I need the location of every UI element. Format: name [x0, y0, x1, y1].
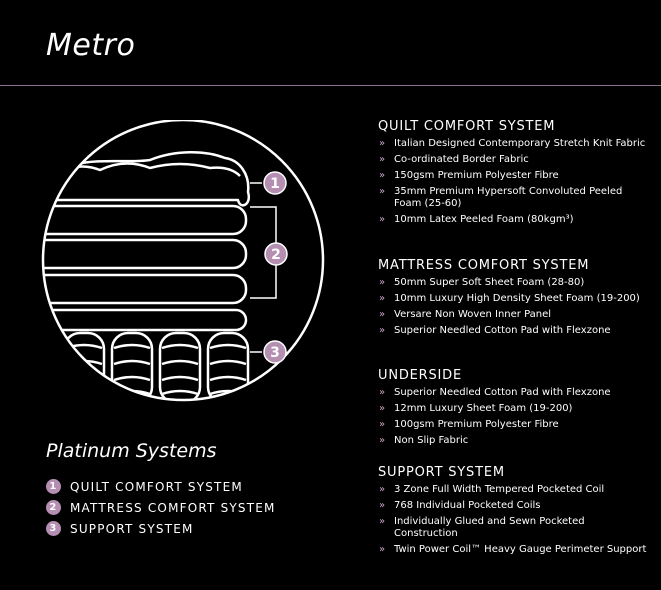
spec-item: »Non Slip Fabric [379, 435, 469, 446]
chevron-right-icon: » [379, 170, 386, 181]
spec-item: »Twin Power Coil™ Heavy Gauge Perimeter … [379, 544, 647, 555]
spec-item: »768 Individual Pocketed Coils [379, 500, 541, 511]
callout-badge-2: 2 [264, 242, 288, 266]
chevron-right-icon: » [379, 500, 386, 511]
spec-item: »Versare Non Woven Inner Panel [379, 309, 552, 320]
legend-item: 2 MATTRESS COMFORT SYSTEM [46, 497, 276, 518]
spec-item: »100gsm Premium Polyester Fibre [379, 419, 559, 430]
spec-item: »150gsm Premium Polyester Fibre [379, 170, 559, 181]
svg-text:2: 2 [271, 247, 281, 263]
platinum-systems-title: Platinum Systems [46, 440, 217, 462]
callout-badge-3: 3 [263, 340, 287, 364]
foam-layer-4 [43, 308, 248, 332]
number-badge: 1 [46, 479, 61, 494]
chevron-right-icon: » [379, 325, 386, 336]
spec-item: »Co-ordinated Border Fabric [379, 154, 529, 165]
spec-section-mattress: MATTRESS COMFORT SYSTEM »50mm Super Soft… [378, 258, 648, 341]
foam-layer-2 [43, 238, 248, 270]
chevron-right-icon: » [379, 277, 386, 288]
page-title: Metro [46, 28, 136, 63]
spec-item: »Italian Designed Contemporary Stretch K… [379, 138, 646, 149]
chevron-right-icon: » [379, 435, 386, 446]
callout-badge-1: 1 [263, 171, 287, 195]
number-badge: 2 [46, 500, 61, 515]
legend-item: 1 QUILT COMFORT SYSTEM [46, 476, 276, 497]
chevron-right-icon: » [379, 309, 386, 320]
chevron-right-icon: » [379, 138, 386, 149]
spec-item: »3 Zone Full Width Tempered Pocketed Coi… [379, 484, 605, 495]
spec-item: »50mm Super Soft Sheet Foam (28-80) [379, 277, 585, 288]
section-heading: MATTRESS COMFORT SYSTEM [378, 258, 590, 273]
chevron-right-icon: » [379, 387, 386, 398]
spec-section-support: SUPPORT SYSTEM »3 Zone Full Width Temper… [378, 465, 648, 560]
quilt-layer [43, 150, 251, 207]
chevron-right-icon: » [379, 154, 386, 165]
chevron-right-icon: » [379, 544, 386, 555]
spec-item: »Superior Needled Cotton Pad with Flexzo… [379, 325, 611, 336]
platinum-systems-legend: 1 QUILT COMFORT SYSTEM 2 MATTRESS COMFOR… [46, 476, 276, 539]
spec-item: »12mm Luxury Sheet Foam (19-200) [379, 403, 573, 414]
chevron-right-icon: » [379, 516, 386, 527]
chevron-right-icon: » [379, 419, 386, 430]
pocket-coils [62, 331, 250, 400]
legend-label: MATTRESS COMFORT SYSTEM [70, 500, 276, 515]
legend-label: QUILT COMFORT SYSTEM [70, 479, 243, 494]
chevron-right-icon: » [379, 214, 386, 225]
title-divider [0, 85, 661, 86]
foam-layer-3 [43, 273, 248, 305]
spec-section-underside: UNDERSIDE »Superior Needled Cotton Pad w… [378, 368, 648, 451]
chevron-right-icon: » [379, 484, 386, 495]
legend-label: SUPPORT SYSTEM [70, 521, 194, 536]
spec-item: »10mm Luxury High Density Sheet Foam (19… [379, 293, 640, 304]
section-heading: UNDERSIDE [378, 368, 463, 383]
legend-item: 3 SUPPORT SYSTEM [46, 518, 276, 539]
spec-item: »Superior Needled Cotton Pad with Flexzo… [379, 387, 611, 398]
number-badge: 3 [46, 521, 61, 536]
mattress-cross-section-diagram: 1 2 3 [41, 120, 325, 402]
section-heading: SUPPORT SYSTEM [378, 465, 505, 480]
spec-item: »10mm Latex Peeled Foam (80kgm³) [379, 214, 574, 225]
chevron-right-icon: » [379, 186, 386, 197]
spec-section-quilt: QUILT COMFORT SYSTEM »Italian Designed C… [378, 119, 648, 230]
chevron-right-icon: » [379, 403, 386, 414]
diagram-circle [41, 120, 325, 402]
spec-item: »35mm Premium Hypersoft Convoluted Peele… [379, 186, 623, 209]
foam-layer-1 [43, 204, 248, 236]
svg-text:1: 1 [270, 176, 280, 192]
svg-text:3: 3 [270, 345, 280, 361]
chevron-right-icon: » [379, 293, 386, 304]
section-heading: QUILT COMFORT SYSTEM [378, 119, 556, 134]
spec-item: »Individually Glued and Sewn Pocketed Co… [379, 516, 585, 539]
